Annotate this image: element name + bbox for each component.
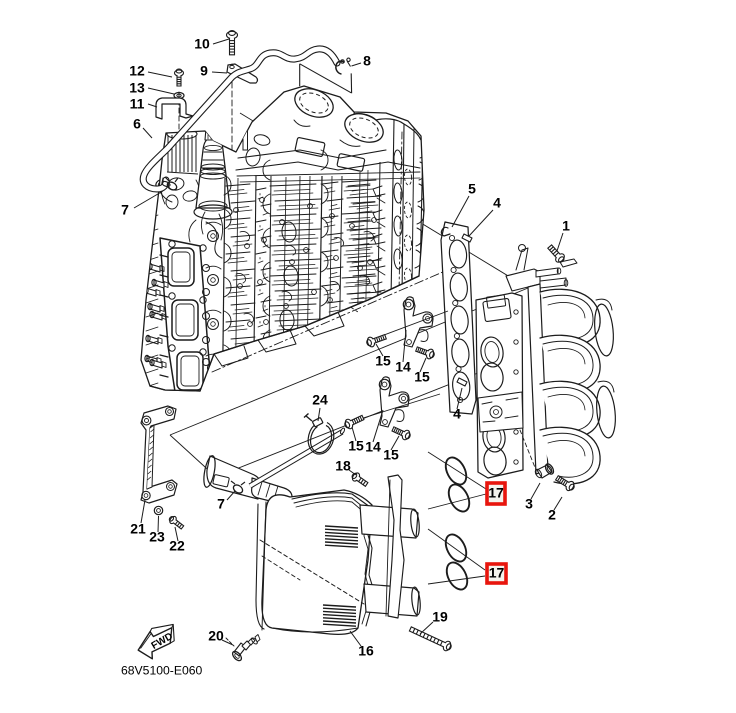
svg-text:16: 16	[358, 643, 374, 659]
svg-text:20: 20	[208, 628, 224, 644]
svg-text:14: 14	[395, 359, 411, 375]
svg-text:17: 17	[489, 565, 505, 581]
svg-text:21: 21	[130, 521, 146, 537]
svg-text:3: 3	[525, 496, 533, 512]
svg-text:9: 9	[200, 63, 208, 79]
svg-text:5: 5	[468, 181, 476, 197]
svg-text:68V5100-E060: 68V5100-E060	[121, 664, 203, 678]
svg-text:14: 14	[365, 439, 381, 455]
svg-text:15: 15	[348, 438, 364, 454]
svg-text:1: 1	[562, 218, 570, 234]
svg-text:FWD: FWD	[150, 631, 175, 652]
svg-text:17: 17	[488, 485, 504, 501]
svg-text:4: 4	[493, 195, 501, 211]
svg-text:4: 4	[453, 406, 461, 422]
svg-text:11: 11	[130, 96, 145, 112]
svg-text:12: 12	[129, 63, 145, 79]
svg-text:23: 23	[149, 529, 165, 545]
svg-text:15: 15	[383, 447, 399, 463]
svg-text:19: 19	[432, 609, 448, 625]
svg-text:15: 15	[375, 353, 391, 369]
svg-text:6: 6	[133, 116, 141, 132]
svg-text:24: 24	[312, 392, 328, 408]
svg-text:18: 18	[335, 458, 351, 474]
svg-text:10: 10	[194, 36, 210, 52]
svg-text:15: 15	[414, 369, 430, 385]
svg-text:2: 2	[548, 507, 556, 523]
svg-text:22: 22	[169, 538, 185, 554]
svg-text:13: 13	[129, 80, 145, 96]
svg-text:7: 7	[121, 202, 129, 218]
svg-text:8: 8	[363, 53, 371, 69]
svg-text:7: 7	[217, 496, 225, 512]
